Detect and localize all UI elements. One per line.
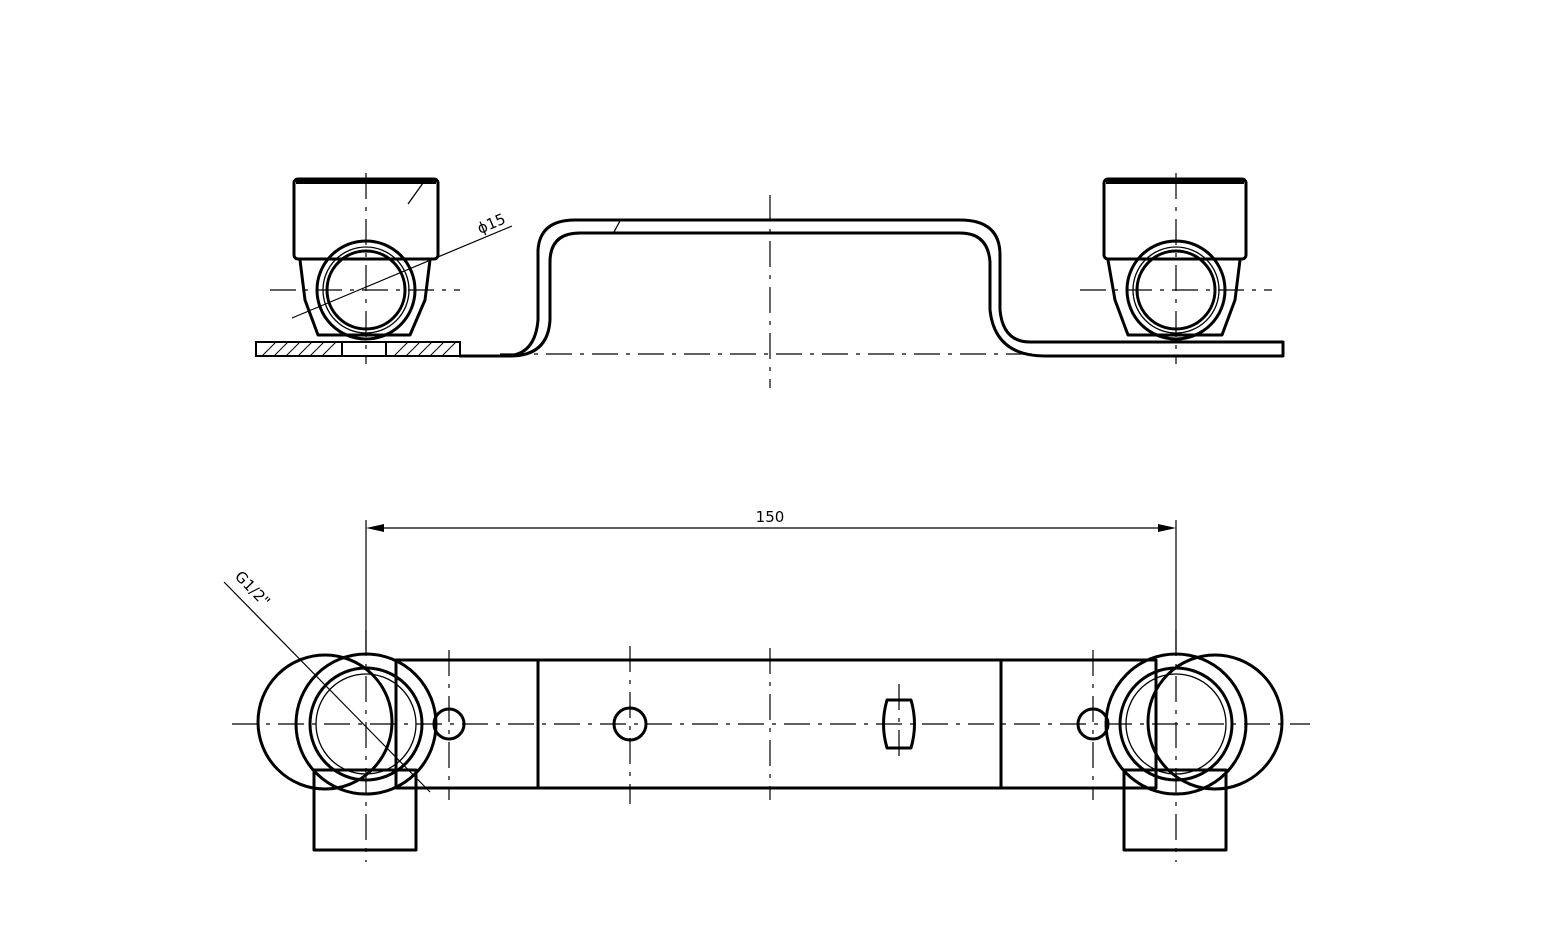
pipe-diameter-label: ϕ15 xyxy=(475,210,509,238)
side-view: ϕ15 xyxy=(255,173,1285,388)
thread-size-label: G1/2" xyxy=(231,567,274,610)
center-distance-label: 150 xyxy=(756,508,785,526)
plan-view: 150 G1/2" xyxy=(223,508,1310,862)
fitting-right-side xyxy=(1102,177,1248,341)
side-view-centerlines xyxy=(270,173,1272,388)
center-distance-dimension: 150 xyxy=(365,508,1177,650)
plan-view-centerlines xyxy=(232,630,1310,862)
slot-hole xyxy=(882,698,916,750)
plate-hatching xyxy=(261,341,457,357)
section-mark xyxy=(613,218,622,233)
mounting-plate-left xyxy=(255,341,461,357)
fitting-right-plan xyxy=(1104,652,1284,852)
fitting-left-plan xyxy=(256,652,438,852)
bracket-strap xyxy=(458,218,1285,358)
